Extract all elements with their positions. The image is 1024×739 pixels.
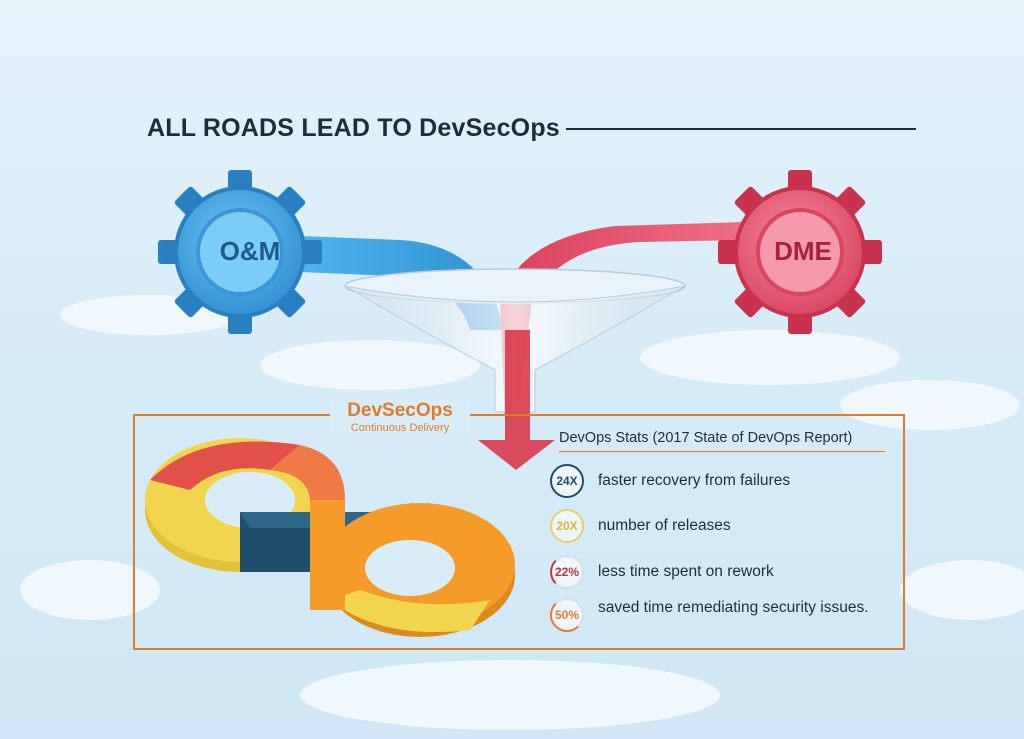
cloud [260, 340, 480, 390]
stat-text: faster recovery from failures [598, 472, 791, 489]
gear-icon [158, 170, 322, 334]
infinity-loop-icon [145, 438, 515, 637]
down-arrow [478, 330, 555, 470]
page-title: ALL ROADS LEAD TO DevSecOps [147, 114, 560, 142]
stats-rule [559, 451, 885, 452]
stat-text: saved time remediating security issues. [598, 599, 869, 616]
cloud [300, 660, 720, 730]
stat-text: number of releases [598, 517, 731, 534]
blue-flow-arrow [300, 236, 505, 330]
cloud [900, 560, 1024, 620]
stats-heading: DevOps Stats (2017 State of DevOps Repor… [559, 430, 853, 446]
devsecops-header: DevSecOps Continuous Delivery [330, 400, 470, 434]
devsecops-title: DevSecOps [347, 400, 453, 421]
gear-label-dme: DME [774, 236, 832, 266]
cloud [840, 380, 1020, 430]
stat-badge: 22% [550, 555, 584, 589]
gear-icon [718, 170, 882, 334]
stat-badge: 50% [550, 598, 584, 632]
devsecops-subtitle: Continuous Delivery [350, 422, 450, 434]
cloud [20, 560, 160, 620]
devsecops-panel [133, 414, 905, 650]
cloud [640, 330, 900, 385]
title-rule [566, 128, 916, 130]
gear-label-om: O&M [219, 236, 281, 266]
stat-text: less time spent on rework [598, 563, 774, 580]
stat-badge: 20X [550, 509, 584, 543]
stat-badge: 24X [550, 464, 584, 498]
